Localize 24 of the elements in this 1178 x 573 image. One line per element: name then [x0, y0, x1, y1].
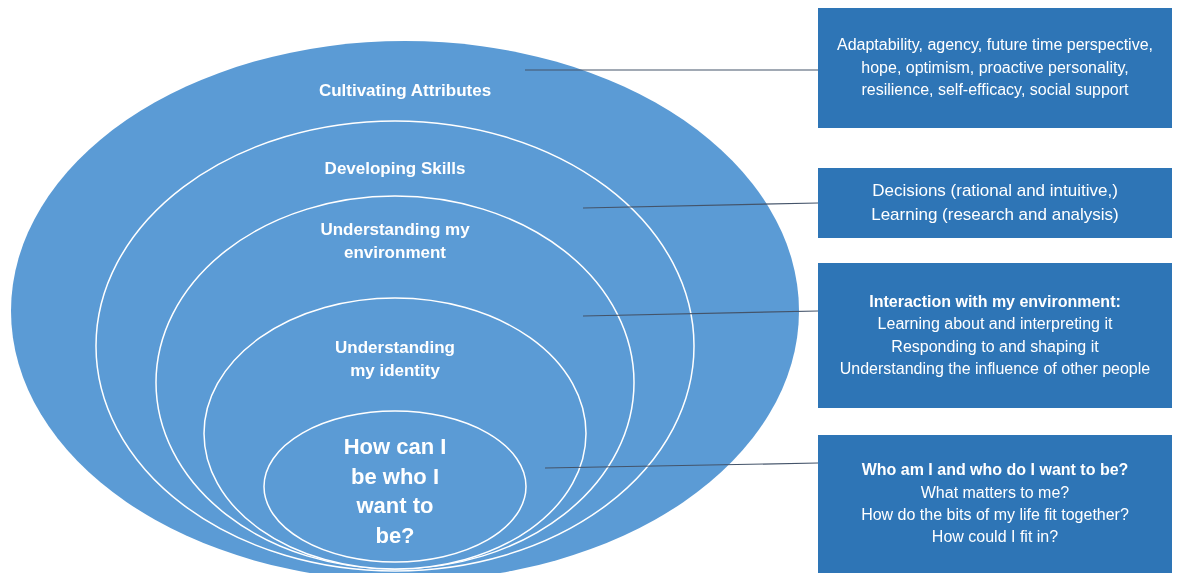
box-text: Adaptability, agency, future time perspective, hope, optimism, proactive personality, resilience, self-efficacy, social support [836, 35, 1154, 101]
box-heading: Who am I and who do I want to be? [861, 460, 1129, 481]
box-text: Learning (research and analysis) [871, 204, 1119, 226]
box-text: How do the bits of my life fit together? [861, 505, 1129, 525]
leader-line [524, 69, 819, 71]
text-box [818, 8, 1172, 128]
ring-label: Cultivating Attributes [318, 80, 492, 102]
leader-line [582, 202, 819, 209]
box-text: Learning about and interpreting it [877, 314, 1113, 335]
text-box [818, 168, 1172, 238]
ring-label: How can I be who I want to be? [342, 433, 448, 551]
box-heading: Interaction with my environment: [869, 291, 1121, 312]
box-text: Responding to and shaping it [891, 336, 1099, 357]
box-text: Understanding the influence of other people [839, 358, 1151, 379]
ring-label: Understanding my identity [334, 337, 456, 382]
box-text: Decisions (rational and intuitive,) [872, 180, 1118, 203]
box-text: How could I fit in? [931, 527, 1059, 548]
ring-label: Understanding my environment [319, 219, 471, 264]
ring-label: Developing Skills [324, 158, 466, 180]
text-box [818, 435, 1172, 573]
leader-line [582, 310, 819, 317]
leader-line [544, 462, 819, 469]
text-box [818, 263, 1172, 408]
box-text: What matters to me? [920, 482, 1070, 503]
